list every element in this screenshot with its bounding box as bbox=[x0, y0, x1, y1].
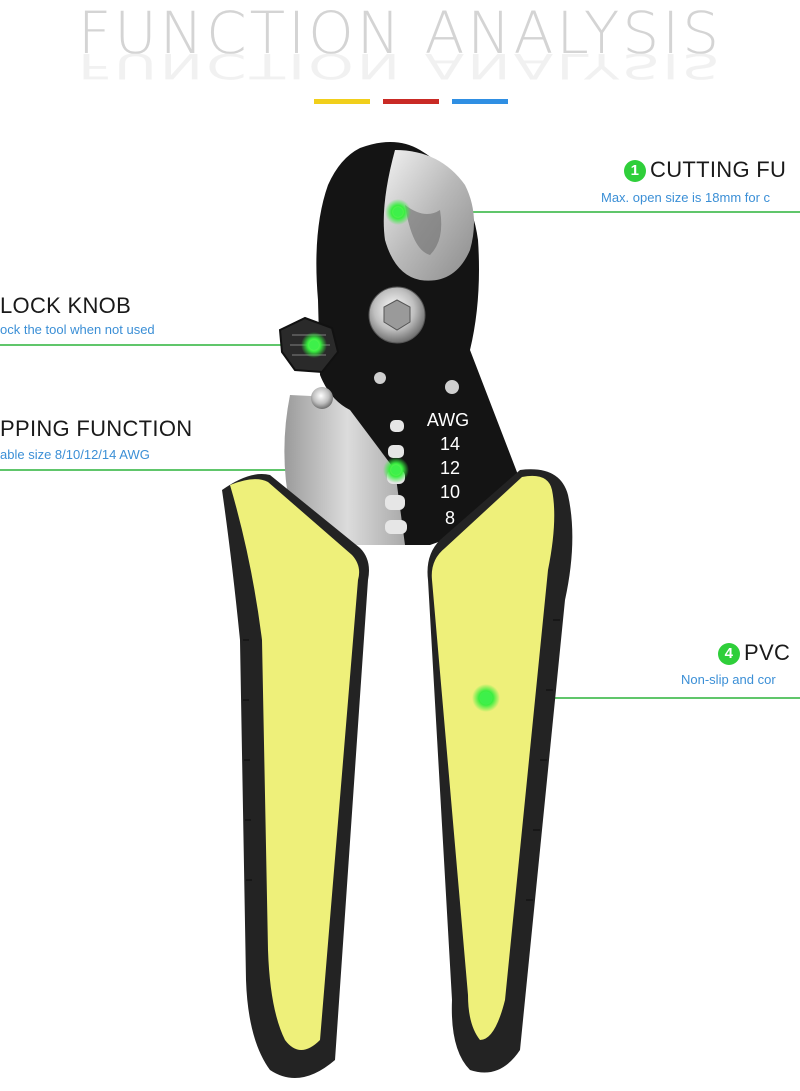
strip-hole-12 bbox=[388, 445, 404, 458]
callout-number-1: 1 bbox=[624, 160, 646, 182]
stripping-callout-subtitle: able size 8/10/12/14 AWG bbox=[0, 447, 150, 462]
accent-bar-red bbox=[383, 99, 439, 104]
strip-hole-8 bbox=[385, 495, 405, 510]
awg-gauge-12: 12 bbox=[439, 458, 461, 478]
header: FUNCTION ANALYSIS FUNCTION ANALYSIS bbox=[0, 0, 800, 110]
awg-gauge-10: 10 bbox=[439, 482, 461, 502]
page-title: FUNCTION ANALYSIS bbox=[77, 0, 723, 67]
awg-gauge-14: 14 bbox=[439, 434, 461, 454]
pvc-callout-subtitle: Non-slip and cor bbox=[681, 672, 776, 687]
stripping-callout-title: PPING FUNCTION bbox=[0, 416, 193, 441]
lock-callout-title: LOCK KNOB bbox=[0, 293, 132, 318]
accent-bar-blue bbox=[452, 99, 508, 104]
rivet bbox=[311, 387, 333, 409]
lock-callout-subtitle: ock the tool when not used bbox=[0, 322, 155, 337]
accent-bar-yellow bbox=[314, 99, 370, 104]
left-handle-insert bbox=[230, 479, 360, 1050]
strip-hole-extra bbox=[385, 520, 407, 534]
callout-number-4: 4 bbox=[718, 643, 740, 665]
strip-hole-14 bbox=[390, 420, 404, 432]
hole bbox=[445, 380, 459, 394]
awg-gauge-8: 8 bbox=[444, 508, 455, 528]
pivot-hex bbox=[383, 299, 411, 331]
cutting-callout-subtitle: Max. open size is 18mm for c bbox=[601, 190, 771, 205]
hole bbox=[374, 372, 386, 384]
right-handle-insert bbox=[431, 475, 555, 1040]
awg-label: AWG bbox=[426, 410, 470, 430]
blade-notch bbox=[405, 205, 442, 255]
